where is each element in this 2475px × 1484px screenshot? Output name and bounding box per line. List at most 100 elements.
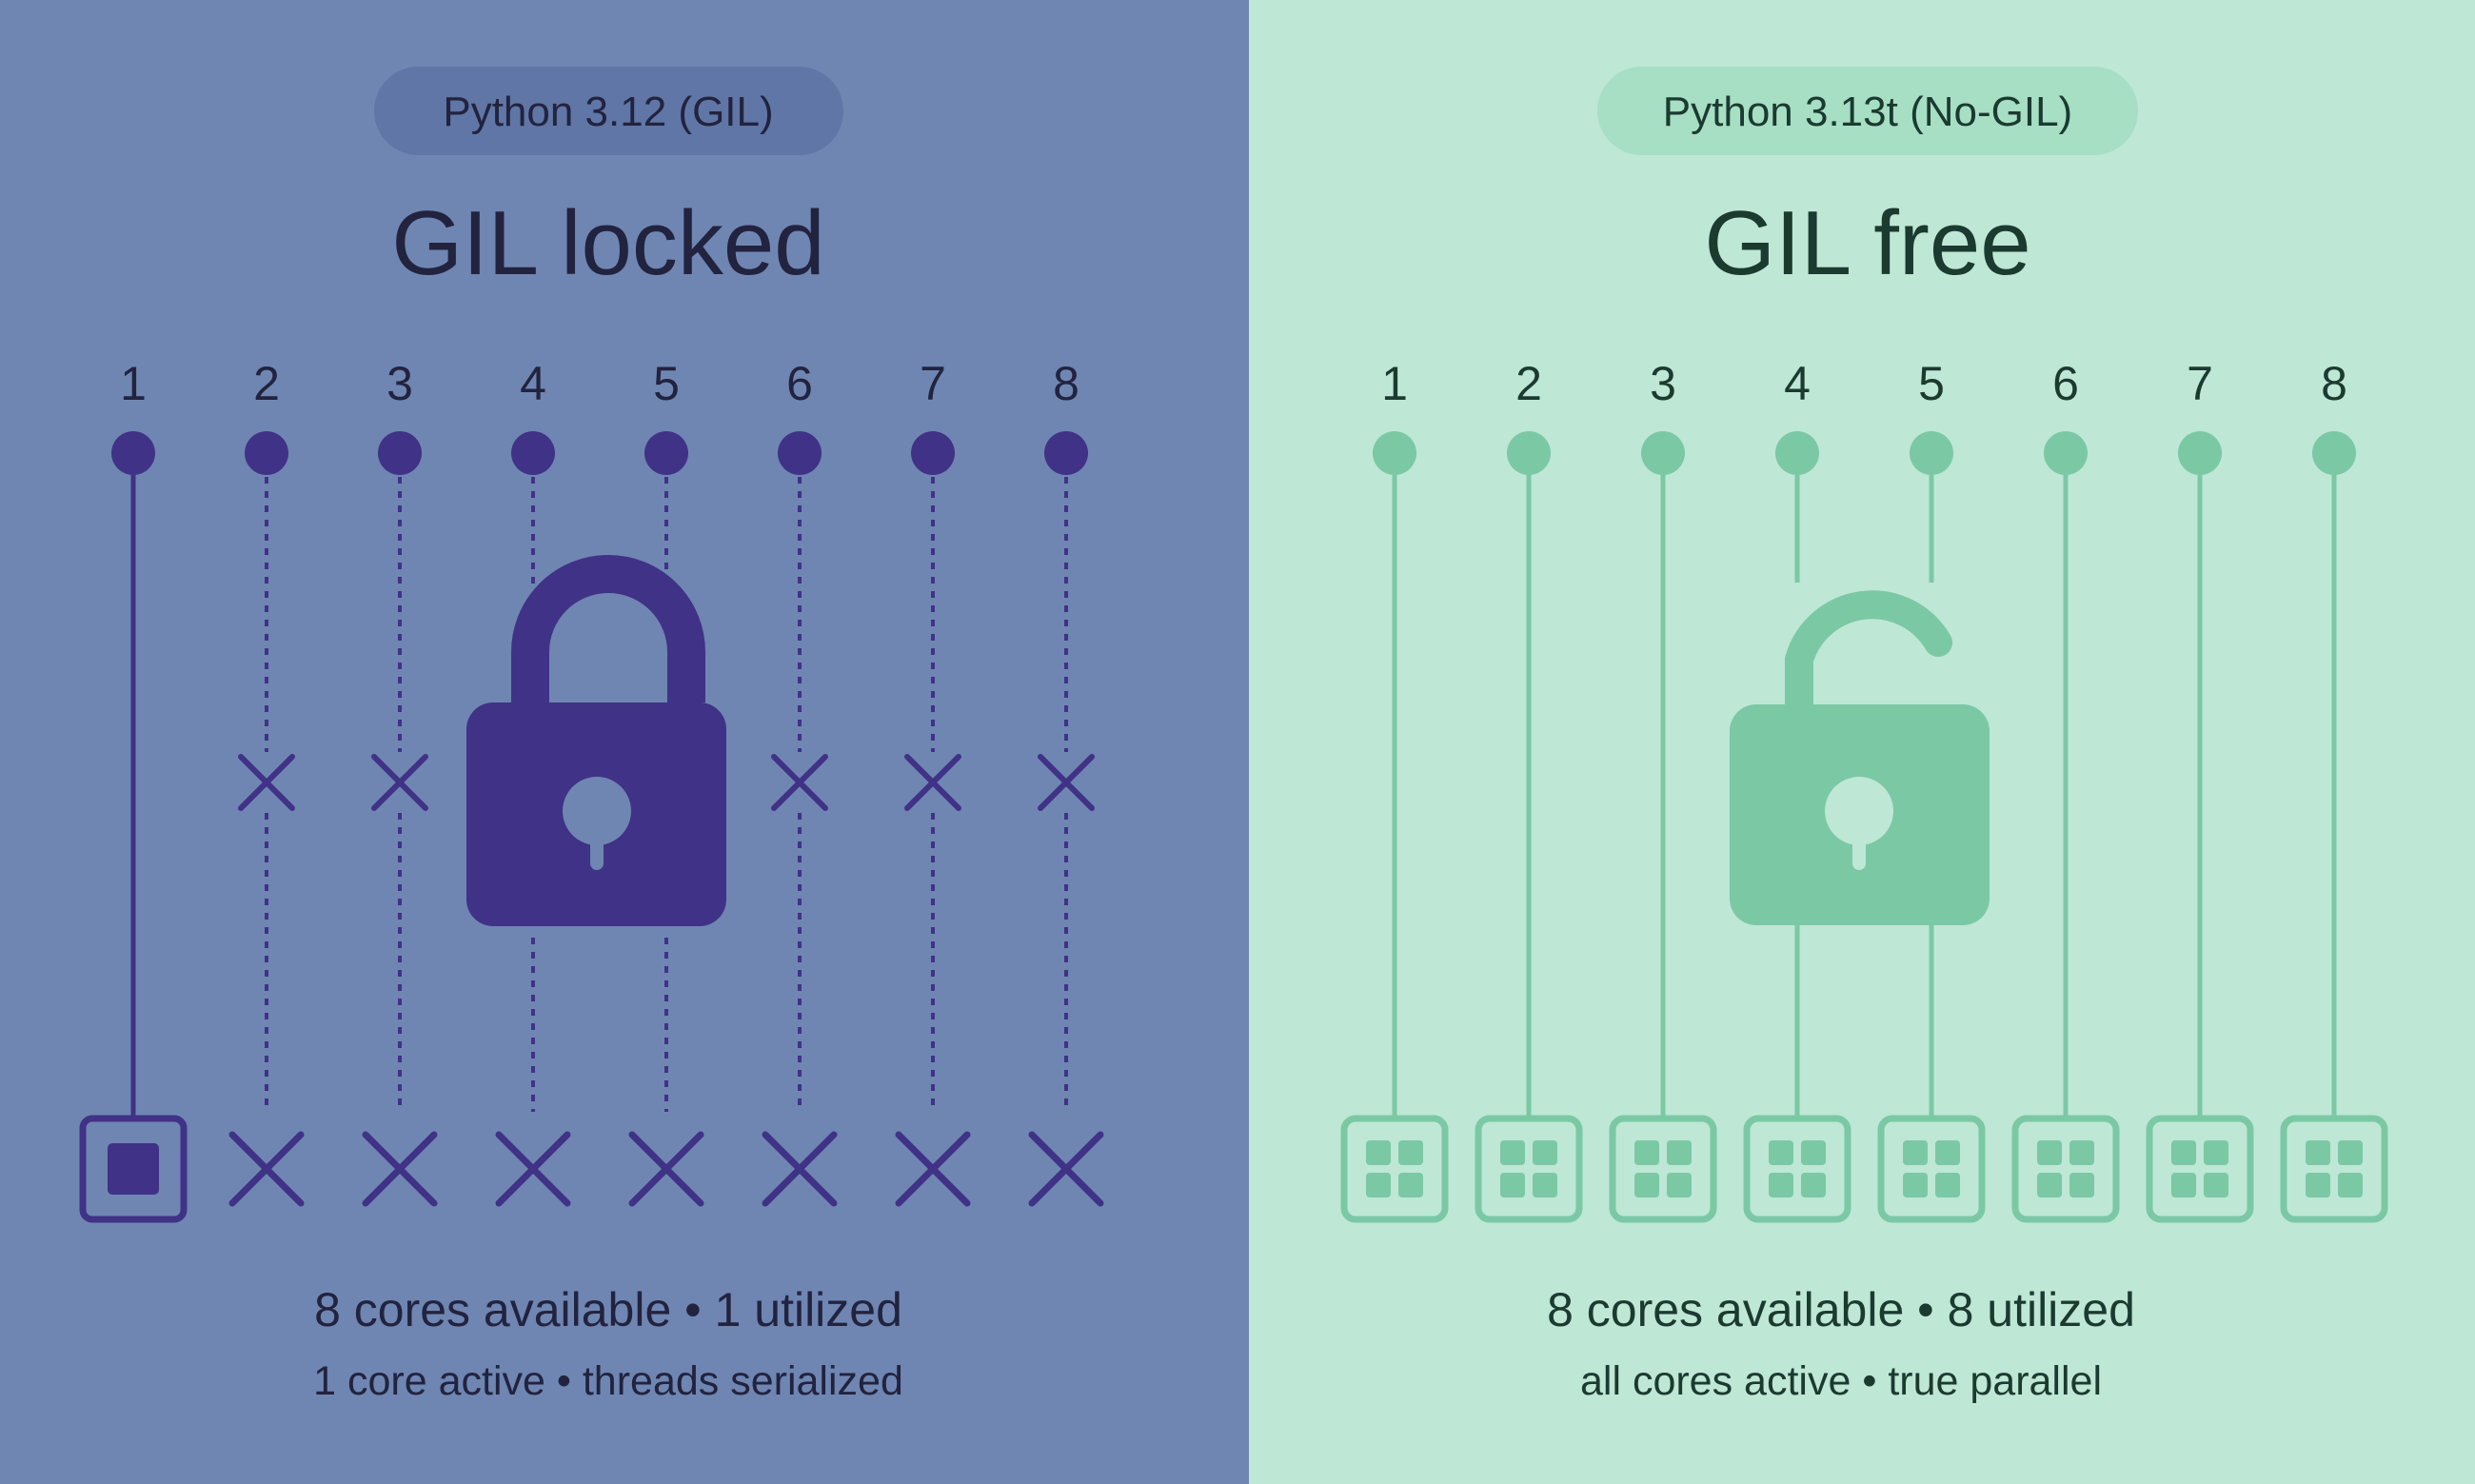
core-idle-x-icon (228, 1131, 305, 1207)
lock-shackle-open (1785, 590, 1952, 719)
left-thread-lanes: 1 2 3 4 5 6 7 8 (79, 357, 1104, 1223)
x-stroke (762, 1131, 838, 1207)
thread-number: 6 (2052, 357, 2079, 410)
core-cell (2171, 1140, 2196, 1165)
core-frame (79, 1115, 188, 1223)
core-cell (1366, 1173, 1391, 1197)
core-cell (2037, 1140, 2062, 1165)
core-cell (1533, 1173, 1557, 1197)
core-cell (2306, 1140, 2330, 1165)
core-idle-x-icon (362, 1131, 438, 1207)
x-stroke (771, 754, 828, 811)
core-cell (2069, 1140, 2094, 1165)
x-stroke (228, 1131, 305, 1207)
x-stroke (904, 754, 961, 811)
core-idle-x-icon (1028, 1131, 1104, 1207)
x-stroke (628, 1131, 704, 1207)
thread-dot (245, 431, 288, 475)
keyhole-icon (563, 777, 631, 845)
thread-lane-7: 7 (895, 357, 971, 1207)
x-stroke (495, 1131, 571, 1207)
thread-lane-5: 5 (1877, 357, 1986, 1223)
core-cell (2338, 1140, 2363, 1165)
cpu-core-active-icon (2280, 1115, 2388, 1223)
cpu-core-active-icon (1475, 1115, 1583, 1223)
core-cell (1903, 1140, 1928, 1165)
thread-number: 5 (653, 357, 680, 410)
thread-lane-4: 4 (1743, 357, 1851, 1223)
thread-dot (778, 431, 822, 475)
left-summary: 8 cores available • 1 utilized (314, 1283, 902, 1336)
core-cell (1801, 1140, 1826, 1165)
thread-number: 3 (386, 357, 413, 410)
thread-lane-7: 7 (2146, 357, 2254, 1223)
lock-shackle (511, 555, 705, 702)
keyhole-slot (590, 830, 604, 870)
core-cell (1935, 1140, 1960, 1165)
core-cell (2204, 1173, 2228, 1197)
cpu-core-active-icon (1340, 1115, 1449, 1223)
right-version-badge (1597, 67, 2138, 155)
core-cell (1366, 1140, 1391, 1165)
cpu-core-active-icon (79, 1115, 188, 1223)
thread-number: 4 (520, 357, 546, 410)
x-stroke (362, 1131, 438, 1207)
right-detail: all cores active • true parallel (1580, 1358, 2102, 1404)
thread-number: 8 (2321, 357, 2347, 410)
core-cell (1769, 1173, 1793, 1197)
x-stroke (238, 754, 295, 811)
core-cell (2037, 1173, 2062, 1197)
thread-dot (911, 431, 955, 475)
right-version-badge-label: Python 3.13t (No-GIL) (1663, 89, 2072, 135)
core-cell (2338, 1173, 2363, 1197)
thread-lane-8: 8 (1028, 357, 1104, 1207)
thread-blocked-x-icon (904, 754, 961, 811)
core-frame (2146, 1115, 2254, 1223)
core-cell (1769, 1140, 1793, 1165)
thread-dot (644, 431, 688, 475)
lock-closed-icon (466, 555, 726, 926)
core-cell (1500, 1140, 1525, 1165)
thread-lane-2: 2 (228, 357, 305, 1207)
core-idle-x-icon (762, 1131, 838, 1207)
core-cell (1500, 1173, 1525, 1197)
thread-lane-6: 6 (2011, 357, 2120, 1223)
cpu-core-active-icon (2011, 1115, 2120, 1223)
thread-number: 3 (1650, 357, 1676, 410)
core-cell (1634, 1140, 1659, 1165)
thread-lane-1: 1 (1340, 357, 1449, 1223)
thread-number: 5 (1918, 357, 1945, 410)
thread-blocked-x-icon (371, 754, 428, 811)
thread-lane-3: 3 (1609, 357, 1717, 1223)
core-frame (2280, 1115, 2388, 1223)
thread-lane-5: 5 (628, 357, 704, 1207)
core-cell (1533, 1140, 1557, 1165)
core-cell (2306, 1173, 2330, 1197)
thread-dot (378, 431, 422, 475)
keyhole-icon (1825, 777, 1893, 845)
left-version-badge-label: Python 3.12 (GIL) (443, 89, 773, 135)
left-title: GIL locked (391, 192, 824, 294)
core-cell (2069, 1173, 2094, 1197)
cpu-core-active-icon (1609, 1115, 1717, 1223)
thread-number: 6 (786, 357, 813, 410)
x-stroke (1038, 754, 1095, 811)
thread-blocked-x-icon (771, 754, 828, 811)
thread-number: 7 (920, 357, 946, 410)
thread-blocked-x-icon (238, 754, 295, 811)
thread-number: 1 (120, 357, 147, 410)
core-chip (108, 1143, 159, 1195)
thread-lane-4: 4 (495, 357, 571, 1207)
thread-blocked-x-icon (1038, 754, 1095, 811)
lock-open-icon (1730, 590, 1990, 925)
x-stroke (1028, 1131, 1104, 1207)
core-cell (1801, 1173, 1826, 1197)
core-cell (1935, 1173, 1960, 1197)
cpu-core-active-icon (2146, 1115, 2254, 1223)
core-cell (1634, 1173, 1659, 1197)
thread-number: 2 (253, 357, 280, 410)
thread-lane-1: 1 (79, 357, 188, 1223)
